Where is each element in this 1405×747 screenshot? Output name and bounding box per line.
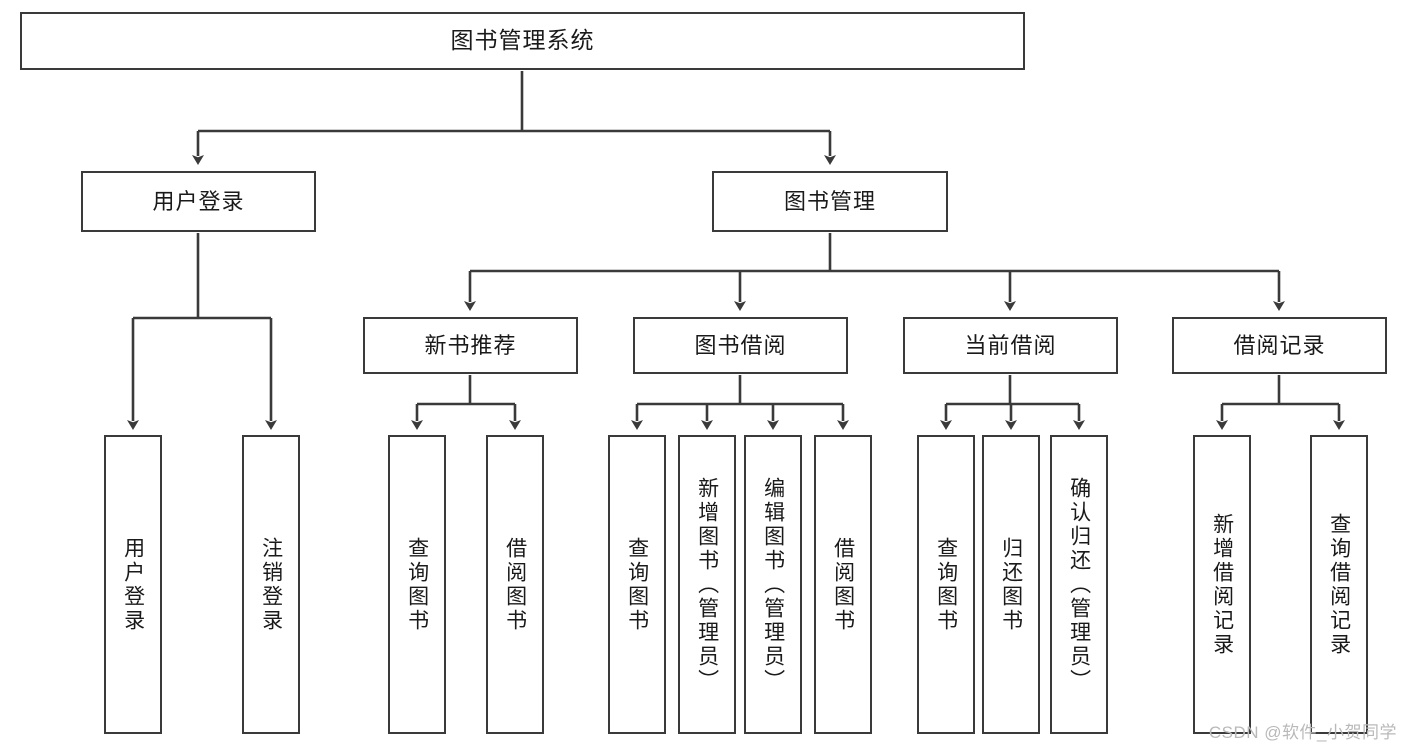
leaf-borrow-book[interactable]: 借阅图书 xyxy=(814,435,872,734)
node-label: 新增图书（管理员） xyxy=(695,476,719,693)
node-current-borrow[interactable]: 当前借阅 xyxy=(903,317,1118,374)
node-label: 新书推荐 xyxy=(424,332,517,358)
node-label: 归还图书 xyxy=(999,536,1023,633)
node-label: 借阅图书 xyxy=(503,536,527,633)
leaf-add-borrow-record[interactable]: 新增借阅记录 xyxy=(1193,435,1251,734)
leaf-borrow-book-recommend[interactable]: 借阅图书 xyxy=(486,435,544,734)
node-label: 确认归还（管理员） xyxy=(1067,476,1091,693)
node-label: 查询借阅记录 xyxy=(1327,512,1351,657)
leaf-query-book-borrow[interactable]: 查询图书 xyxy=(608,435,666,734)
node-label: 新增借阅记录 xyxy=(1210,512,1234,657)
node-root-system[interactable]: 图书管理系统 xyxy=(20,12,1025,70)
node-user-login[interactable]: 用户登录 xyxy=(81,171,316,232)
leaf-return-book[interactable]: 归还图书 xyxy=(982,435,1040,734)
leaf-confirm-return[interactable]: 确认归还（管理员） xyxy=(1050,435,1108,734)
leaf-edit-book[interactable]: 编辑图书（管理员） xyxy=(744,435,802,734)
node-book-manage[interactable]: 图书管理 xyxy=(712,171,948,232)
node-label: 图书借阅 xyxy=(694,332,787,358)
node-label: 用户登录 xyxy=(152,188,245,214)
node-label: 图书管理系统 xyxy=(450,27,595,54)
node-label: 用户登录 xyxy=(121,536,145,633)
node-label: 注销登录 xyxy=(259,536,283,633)
node-label: 图书管理 xyxy=(783,188,876,214)
node-book-borrow[interactable]: 图书借阅 xyxy=(633,317,848,374)
leaf-query-book-recommend[interactable]: 查询图书 xyxy=(388,435,446,734)
node-label: 查询图书 xyxy=(625,536,649,633)
node-label: 编辑图书（管理员） xyxy=(761,476,785,693)
node-label: 借阅记录 xyxy=(1233,332,1326,358)
leaf-user-login[interactable]: 用户登录 xyxy=(104,435,162,734)
csdn-watermark: CSDN @软件_小贺同学 xyxy=(1208,723,1397,742)
leaf-add-book[interactable]: 新增图书（管理员） xyxy=(678,435,736,734)
node-new-book-recommend[interactable]: 新书推荐 xyxy=(363,317,578,374)
node-label: 借阅图书 xyxy=(831,536,855,633)
node-label: 查询图书 xyxy=(934,536,958,633)
leaf-user-logout[interactable]: 注销登录 xyxy=(242,435,300,734)
node-borrow-record[interactable]: 借阅记录 xyxy=(1172,317,1387,374)
leaf-query-borrow-record[interactable]: 查询借阅记录 xyxy=(1310,435,1368,734)
node-label: 查询图书 xyxy=(405,536,429,633)
leaf-query-book-current[interactable]: 查询图书 xyxy=(917,435,975,734)
node-label: 当前借阅 xyxy=(964,332,1057,358)
